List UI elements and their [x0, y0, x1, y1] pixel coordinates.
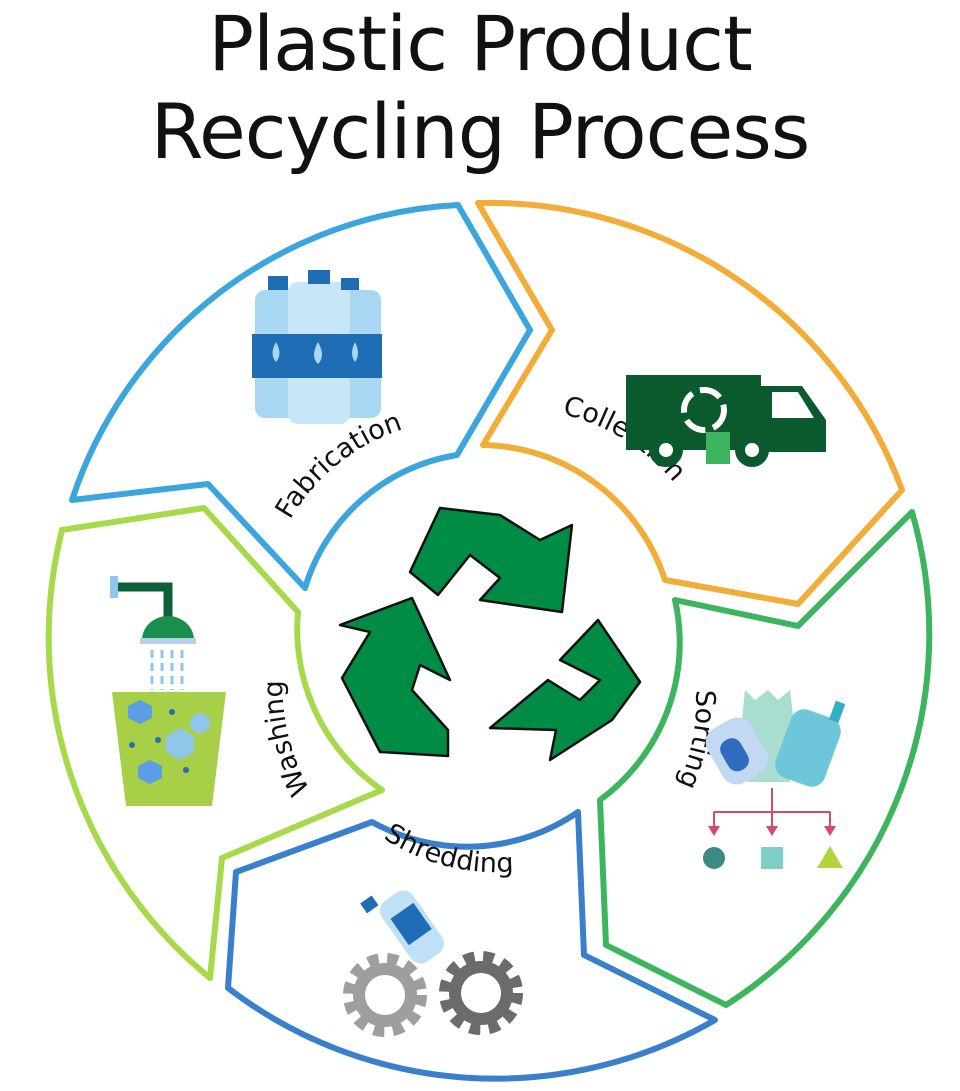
recycling-truck-icon	[626, 375, 826, 467]
recycle-arrows-icon	[338, 506, 642, 762]
label-shredding: Shredding	[379, 818, 514, 880]
segment-fabrication	[69, 202, 533, 591]
title-line-2: Recycling Process	[150, 87, 811, 176]
segment-washing	[45, 505, 385, 981]
segment-shredding	[225, 809, 718, 1082]
page-title: Plastic Product Recycling Process	[0, 0, 960, 176]
segment-collection	[475, 199, 905, 607]
sorting-icon	[703, 690, 846, 869]
segment-sorting	[597, 509, 933, 1008]
shredding-gears-icon	[343, 890, 523, 1037]
title-line-1: Plastic Product	[208, 0, 753, 88]
washing-shower-icon	[110, 576, 226, 806]
water-bottles-icon	[252, 270, 382, 424]
